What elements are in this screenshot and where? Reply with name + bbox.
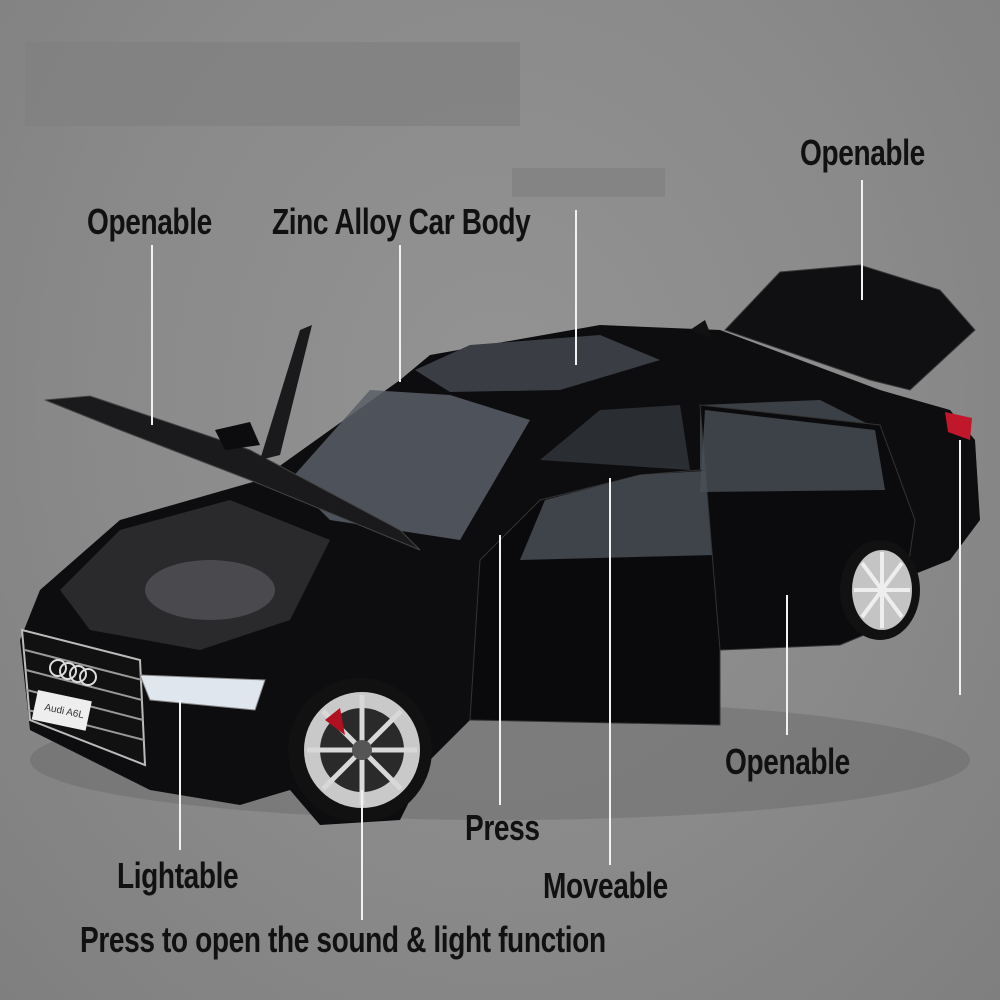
- label-rear-door-openable: Openable: [725, 741, 850, 782]
- headlight: [139, 674, 266, 711]
- sunroof: [415, 335, 660, 392]
- label-trunk-openable: Openable: [800, 132, 925, 173]
- label-lightable: Lightable: [117, 855, 239, 896]
- rear-door-pointer-line: [786, 595, 788, 735]
- label-press: Press: [465, 807, 540, 848]
- front-wheel: [288, 678, 432, 822]
- open-hood: [44, 395, 421, 551]
- lightable-pointer-line: [179, 700, 181, 850]
- trunk-pointer-line: [861, 180, 863, 300]
- taillight-pointer-line: [959, 440, 961, 695]
- label-moveable: Moveable: [543, 865, 668, 906]
- sunroof-pointer-line: [575, 210, 577, 365]
- blank-caption-box: [25, 42, 520, 126]
- moveable-pointer-line: [609, 478, 611, 865]
- sound-light-pointer-line: [361, 790, 363, 920]
- label-hood-openable: Openable: [87, 201, 212, 242]
- label-zinc-alloy-body: Zinc Alloy Car Body: [272, 201, 531, 242]
- press-pointer-line: [499, 535, 501, 805]
- blank-caption-box-small: [512, 168, 665, 197]
- windshield: [290, 390, 530, 540]
- label-sound-light-function: Press to open the sound & light function: [80, 919, 606, 960]
- open-trunk-lid: [724, 264, 976, 391]
- rear-wheel: [840, 540, 920, 640]
- hood-pointer-line: [151, 245, 153, 425]
- taillight: [945, 412, 972, 440]
- body-pointer-line: [399, 245, 401, 382]
